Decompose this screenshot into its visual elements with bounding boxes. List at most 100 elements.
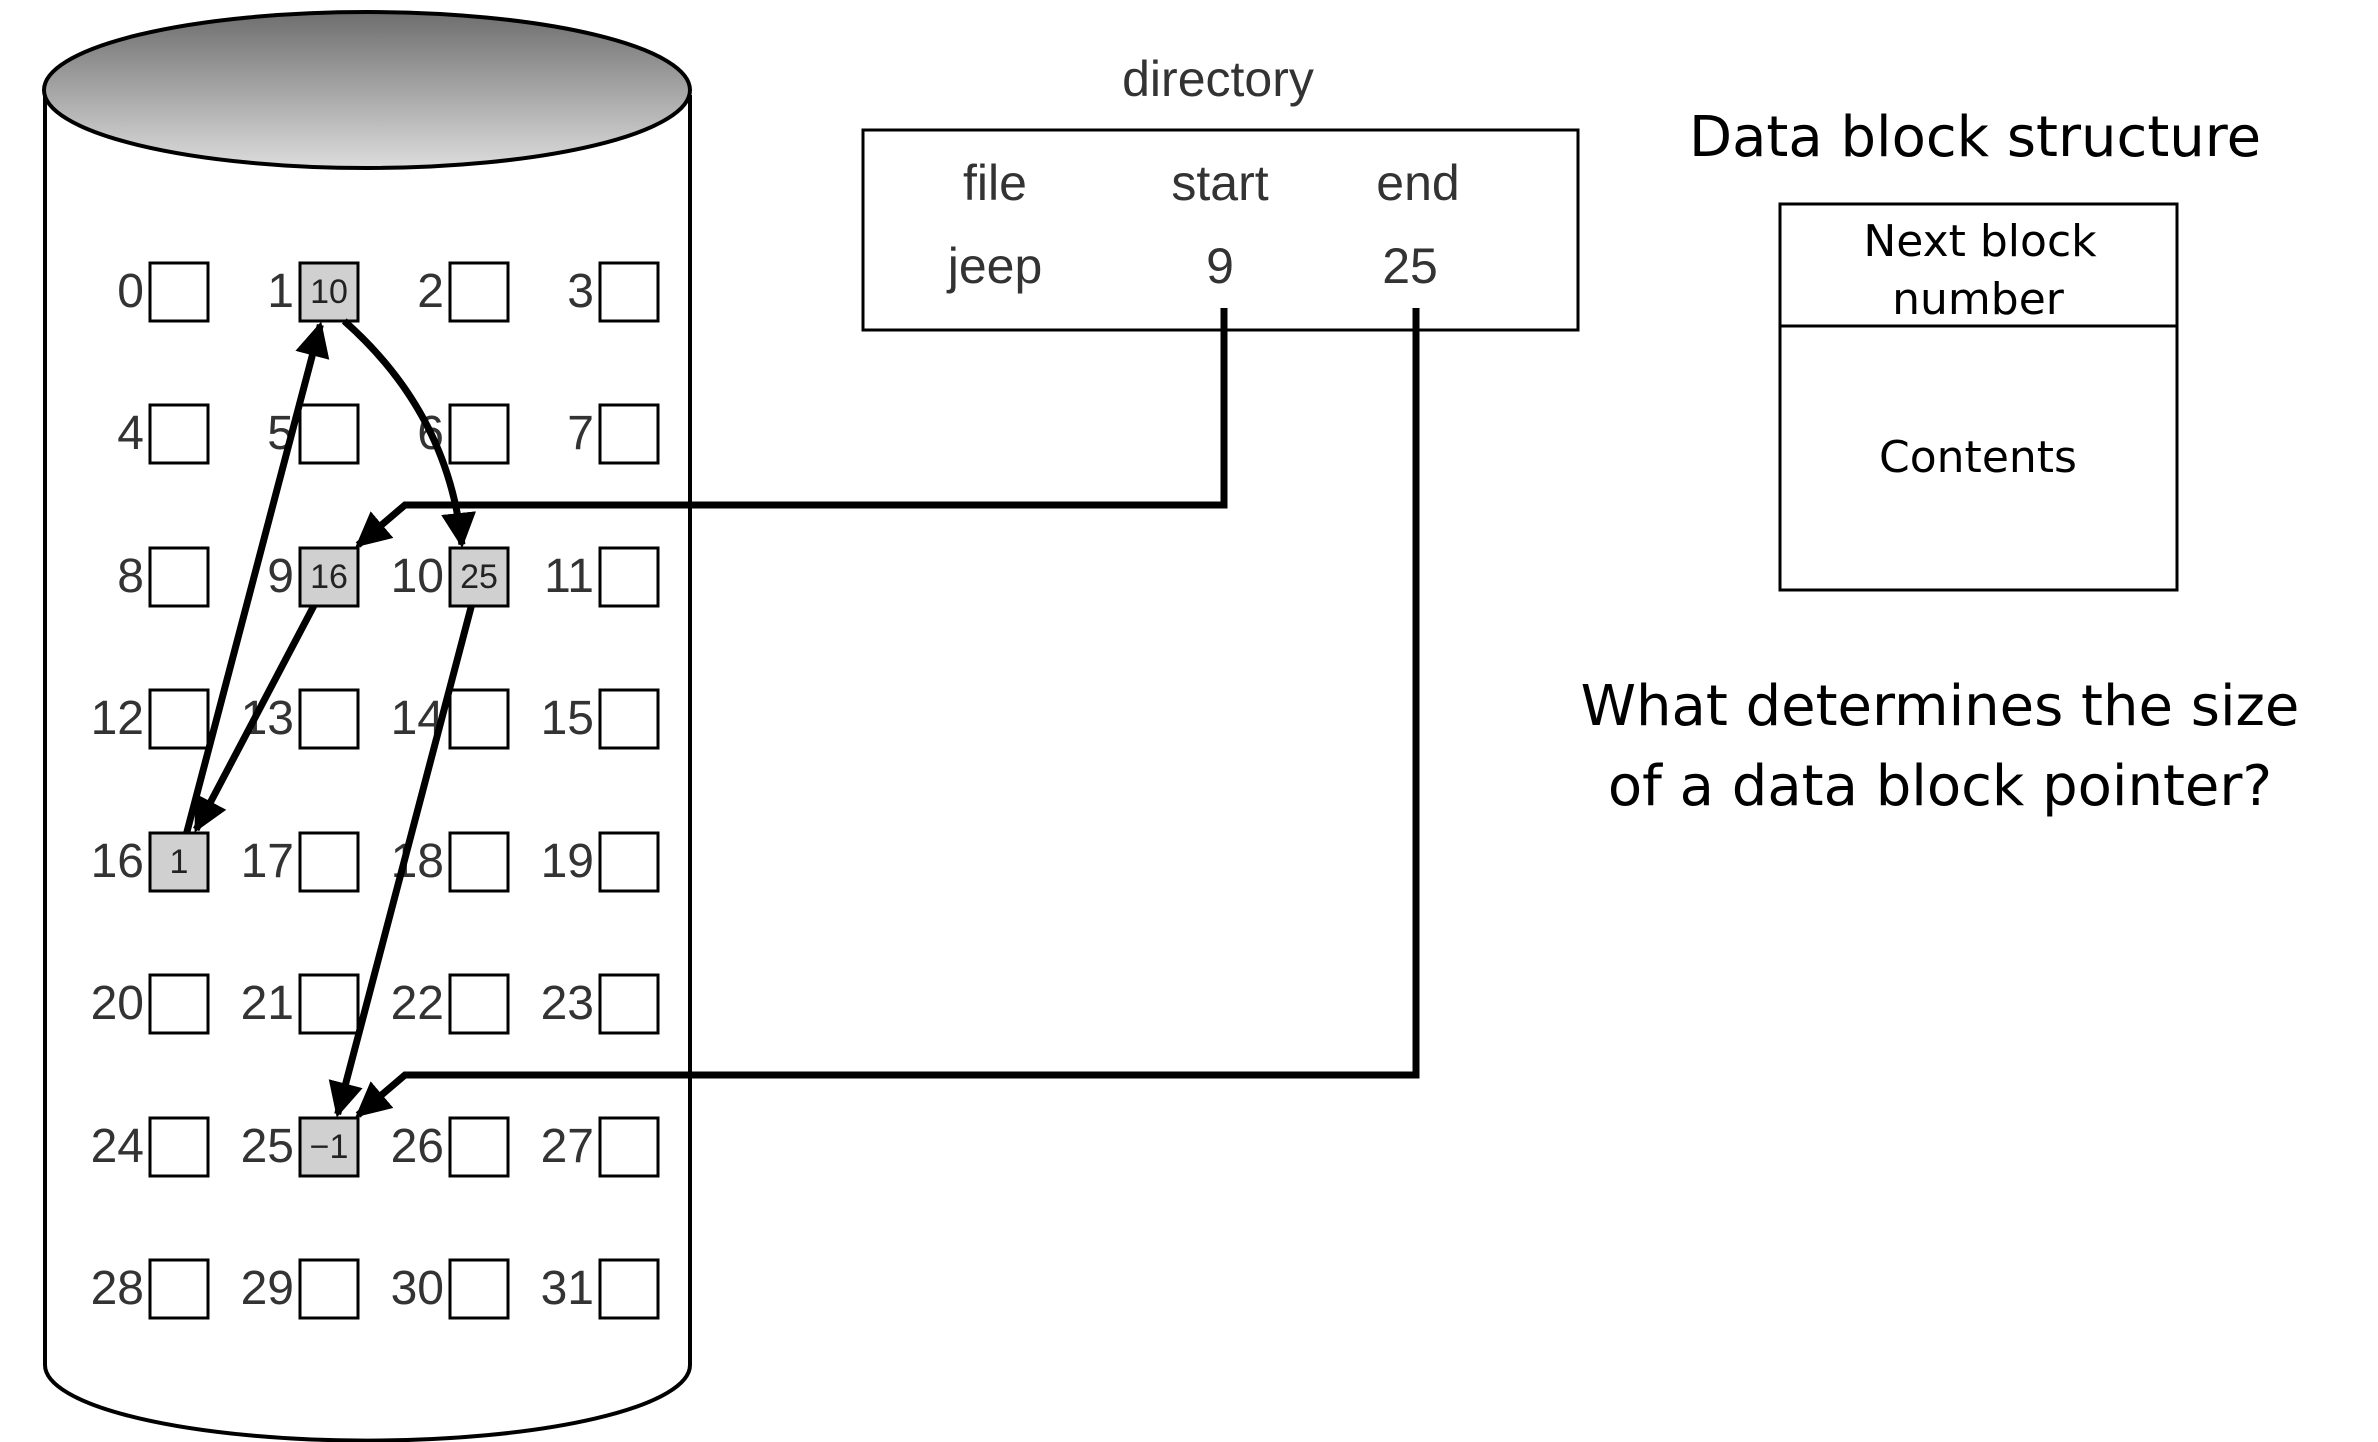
disk-block-28: 28 [91,1258,210,1320]
block-box [598,1116,660,1178]
chain-arrow-1-to-10 [341,318,476,548]
disk-block-7: 7 [567,403,660,465]
block-number-label: 29 [241,1262,294,1315]
data-block-structure: Data block structure Next block number C… [1689,105,2261,592]
block-number-label: 27 [541,1120,594,1173]
question: What determines the size of a data block… [1581,674,2300,819]
block-box [298,1116,360,1178]
disk-block-10: 10 25 [391,546,510,608]
block-number-label: 21 [241,977,294,1030]
block-structure-title: Data block structure [1689,105,2261,170]
block-box [598,688,660,750]
block-box [148,1116,210,1178]
block-box [448,546,510,608]
block-number-label: 10 [391,550,444,603]
block-number-label: 17 [241,835,294,888]
end-pointer-line [355,308,1420,1118]
block-next-pointer: 10 [310,273,348,311]
block-box [598,261,660,323]
block-box [298,261,360,323]
block-box [148,688,210,750]
disk-block-12: 12 [91,688,210,750]
chain-arrow-16-to-1 [183,321,330,834]
block-box [298,831,360,893]
block-number-label: 15 [541,692,594,745]
block-number-label: 8 [117,550,144,603]
contents-label: Contents [1879,432,2077,483]
block-next-pointer: 1 [170,843,189,881]
block-number-label: 9 [267,550,294,603]
block-box [598,403,660,465]
block-number-label: 28 [91,1262,144,1315]
block-box [598,1258,660,1320]
row-start: 9 [1206,238,1234,294]
row-end: 25 [1382,238,1438,294]
chain-arrow-10-to-25 [328,605,475,1118]
block-box [298,688,360,750]
disk-block-19: 19 [541,831,660,893]
block-box [148,261,210,323]
disk-block-30: 30 [391,1258,510,1320]
block-box [148,831,210,893]
header-end: end [1376,155,1459,211]
directory-table: directory file start end jeep 9 25 [861,51,1580,332]
block-box [448,973,510,1035]
next-block-label-line2: number [1892,274,2065,325]
block-box [298,403,360,465]
disk-block-14: 14 [391,688,510,750]
block-number-label: 4 [117,407,144,460]
header-start: start [1171,155,1268,211]
disk-top [42,10,692,170]
block-box [448,688,510,750]
block-number-label: 2 [417,265,444,318]
directory-box [861,128,1580,332]
block-number-label: 11 [544,550,594,603]
disk-block-17: 17 [241,831,360,893]
block-box [598,831,660,893]
disk-block-15: 15 [541,688,660,750]
disk-block-20: 20 [91,973,210,1035]
disk-block-18: 18 [391,831,510,893]
question-line1: What determines the size [1581,674,2300,739]
block-next-pointer: 25 [460,558,498,596]
block-box [448,831,510,893]
block-box [598,973,660,1035]
disk-block-27: 27 [541,1116,660,1178]
disk-block-1: 1 10 [267,261,360,323]
block-box [148,403,210,465]
disk-block-31: 31 [541,1258,660,1320]
directory-pointers [355,308,1420,1118]
block-number-label: 23 [541,977,594,1030]
disk-block-8: 8 [117,546,210,608]
disk-block-16: 16 1 [91,831,210,893]
row-file: jeep [946,238,1043,294]
disk-block-9: 9 16 [267,546,360,608]
block-box [448,403,510,465]
block-structure-box [1778,202,2179,592]
block-box [598,546,660,608]
block-next-pointer: −1 [310,1128,349,1166]
block-number-label: 26 [391,1120,444,1173]
disk-block-23: 23 [541,973,660,1035]
disk-block-13: 13 [241,688,360,750]
block-box [448,1258,510,1320]
block-number-label: 16 [91,835,144,888]
block-number-label: 1 [267,265,294,318]
disk-block-26: 26 [391,1116,510,1178]
disk-block-21: 21 [241,973,360,1035]
block-box [448,1116,510,1178]
block-next-pointer: 16 [310,558,348,596]
block-number-label: 12 [91,692,144,745]
block-number-label: 19 [541,835,594,888]
header-file: file [963,155,1027,211]
block-number-label: 30 [391,1262,444,1315]
disk-block-22: 22 [391,973,510,1035]
chain-arrows [183,318,476,1118]
start-pointer-line [355,308,1228,548]
block-number-label: 31 [541,1262,594,1315]
chain-arrow-9-to-16 [193,604,317,833]
question-line2: of a data block pointer? [1608,754,2272,819]
block-box [298,973,360,1035]
